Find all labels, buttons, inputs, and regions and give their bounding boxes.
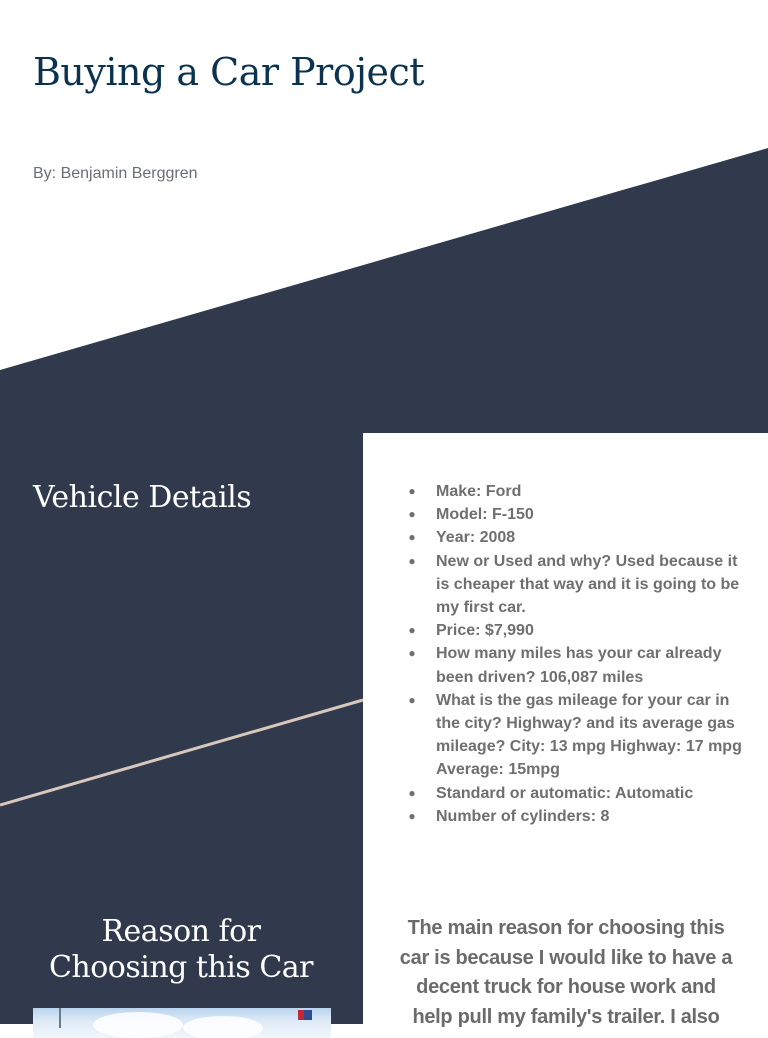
list-item: ●How many miles has your car already bee…	[405, 642, 745, 688]
list-item: ●Price: $7,990	[405, 619, 745, 642]
reason-heading: Reason for Choosing this Car	[48, 914, 314, 985]
bullet-icon: ●	[408, 808, 416, 823]
bullet-icon: ●	[408, 553, 416, 568]
vehicle-details-heading: Vehicle Details	[33, 480, 252, 515]
bullet-icon: ●	[408, 484, 416, 498]
truck-photo	[33, 1008, 331, 1038]
reason-paragraph: The main reason for choosing this car is…	[399, 917, 733, 1028]
cloud-shape	[93, 1012, 183, 1038]
flag-shape	[298, 1010, 304, 1020]
bullet-icon: ●	[408, 530, 416, 545]
page-title: Buying a Car Project	[33, 50, 425, 94]
bullet-icon: ●	[408, 507, 416, 522]
list-item: ●New or Used and why? Used because it is…	[405, 550, 745, 620]
list-item: ●Model: F-150	[405, 503, 745, 526]
list-item: ●Make: Ford	[405, 480, 745, 503]
accent-diagonal-line	[0, 698, 364, 807]
bullet-icon: ●	[408, 692, 416, 707]
flag-shape	[304, 1010, 312, 1020]
bullet-icon: ●	[408, 785, 416, 800]
list-item: ●Year: 2008	[405, 526, 745, 549]
bullet-icon: ●	[408, 623, 416, 638]
details-panel	[363, 433, 768, 1024]
vehicle-details-list: ●Make: Ford ●Model: F-150 ●Year: 2008 ●N…	[405, 480, 745, 828]
list-item: ●What is the gas mileage for your car in…	[405, 689, 745, 782]
utility-pole	[59, 1008, 61, 1028]
list-item: ●Number of cylinders: 8	[405, 805, 745, 828]
bullet-icon: ●	[408, 646, 416, 661]
author-byline: By: Benjamin Berggren	[33, 165, 198, 182]
list-item: ●Standard or automatic: Automatic	[405, 782, 745, 805]
cloud-shape	[183, 1016, 263, 1038]
